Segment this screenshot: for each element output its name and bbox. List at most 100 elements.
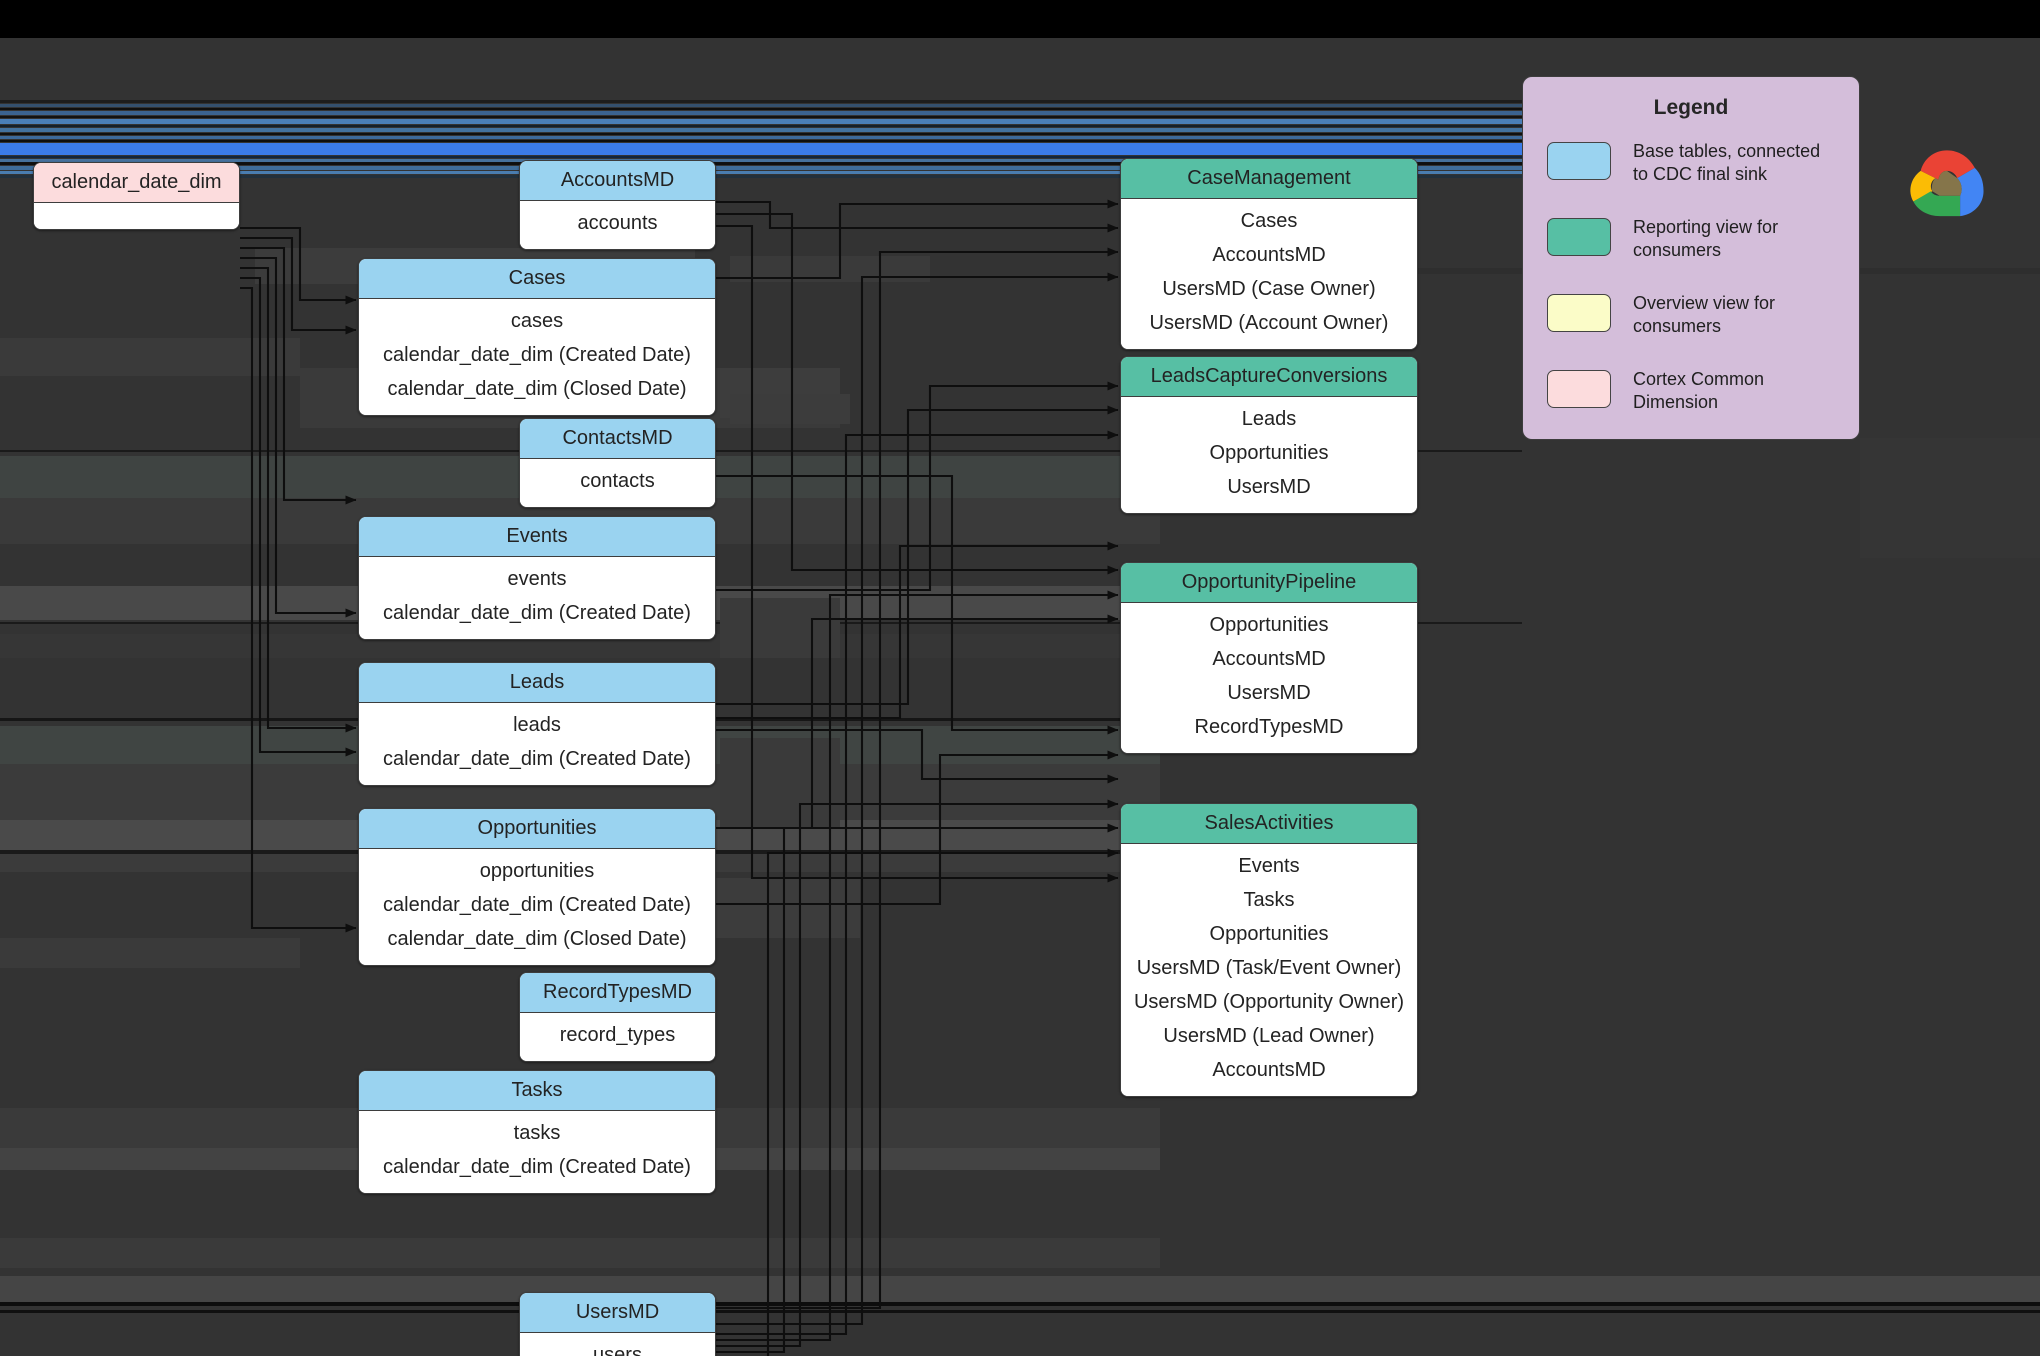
node-row: calendar_date_dim (Created Date) — [383, 894, 691, 916]
node-row: calendar_date_dim (Closed Date) — [387, 928, 687, 950]
node-body: events calendar_date_dim (Created Date) — [359, 557, 715, 639]
node-body: Events Tasks Opportunities UsersMD (Task… — [1121, 844, 1417, 1096]
node-title: RecordTypesMD — [520, 973, 715, 1013]
node-row: opportunities — [479, 860, 595, 882]
diagram-canvas: calendar_date_dim AccountsMD accounts Ca… — [0, 38, 2040, 1356]
node-row: UsersMD (Account Owner) — [1149, 312, 1389, 334]
render-artifact-band — [730, 394, 850, 424]
node-row: UsersMD — [1227, 682, 1311, 704]
node-row: tasks — [513, 1122, 561, 1144]
node-body: tasks calendar_date_dim (Created Date) — [359, 1111, 715, 1193]
node-leads[interactable]: Leads leads calendar_date_dim (Created D… — [358, 662, 716, 786]
google-cloud-logo-icon — [1910, 150, 1984, 217]
legend-title: Legend — [1653, 96, 1729, 119]
node-row: UsersMD (Task/Event Owner) — [1136, 957, 1402, 979]
node-users-md[interactable]: UsersMD users — [519, 1292, 716, 1356]
node-row: Tasks — [1243, 889, 1295, 911]
node-body: leads calendar_date_dim (Created Date) — [359, 703, 715, 785]
node-row: Opportunities — [1209, 614, 1329, 636]
node-sales-activities[interactable]: SalesActivities Events Tasks Opportuniti… — [1120, 803, 1418, 1097]
node-leads-capture-conversions[interactable]: LeadsCaptureConversions Leads Opportunit… — [1120, 356, 1418, 514]
render-artifact-band — [0, 1302, 2040, 1306]
render-artifact-band — [1860, 438, 2040, 558]
node-row: accounts — [577, 212, 658, 234]
node-title: AccountsMD — [520, 161, 715, 201]
node-row: calendar_date_dim (Created Date) — [383, 748, 691, 770]
node-case-management[interactable]: CaseManagement Cases AccountsMD UsersMD … — [1120, 158, 1418, 350]
node-row: calendar_date_dim (Created Date) — [383, 602, 691, 624]
node-accounts-md[interactable]: AccountsMD accounts — [519, 160, 716, 250]
node-events[interactable]: Events events calendar_date_dim (Created… — [358, 516, 716, 640]
node-row: leads — [513, 714, 561, 736]
render-artifact-band — [720, 598, 840, 658]
node-title: OpportunityPipeline — [1121, 563, 1417, 603]
legend-item-label: Overview view for consumers — [1633, 293, 1776, 337]
node-title: UsersMD — [520, 1293, 715, 1333]
node-body: contacts — [520, 459, 715, 507]
node-row: AccountsMD — [1212, 648, 1326, 670]
node-row: AccountsMD — [1212, 1059, 1326, 1081]
node-body: Opportunities AccountsMD UsersMD RecordT… — [1121, 603, 1417, 753]
node-body: Leads Opportunities UsersMD — [1121, 397, 1417, 513]
render-artifact-band — [0, 1276, 2040, 1302]
node-opportunities[interactable]: Opportunities opportunities calendar_dat… — [358, 808, 716, 966]
node-row: cases — [510, 310, 564, 332]
render-artifact-band — [0, 938, 300, 968]
legend-item-overview: Overview view for consumers — [1547, 292, 1837, 348]
node-record-types-md[interactable]: RecordTypesMD record_types — [519, 972, 716, 1062]
node-row: contacts — [580, 470, 655, 492]
render-artifact-band — [700, 878, 860, 938]
node-row: calendar_date_dim (Closed Date) — [387, 378, 687, 400]
render-artifact-band — [0, 338, 300, 376]
render-artifact-band — [0, 1238, 1160, 1268]
node-body: opportunities calendar_date_dim (Created… — [359, 849, 715, 965]
node-row: Events — [1238, 855, 1300, 877]
node-row: calendar_date_dim (Created Date) — [383, 344, 691, 366]
node-body: accounts — [520, 201, 715, 249]
node-body: users — [520, 1333, 715, 1356]
node-contacts-md[interactable]: ContactsMD contacts — [519, 418, 716, 508]
legend-swatch-overview-icon — [1547, 294, 1611, 332]
legend-item-label: Reporting view for consumers — [1633, 217, 1779, 261]
legend-item-dimension: Cortex Common Dimension — [1547, 368, 1837, 424]
node-row: calendar_date_dim (Created Date) — [383, 1156, 691, 1178]
node-body: cases calendar_date_dim (Created Date) c… — [359, 299, 715, 415]
legend-panel: Legend Base tables, connected to CDC fin… — [1522, 76, 1860, 440]
node-row: users — [593, 1344, 642, 1356]
node-opportunity-pipeline[interactable]: OpportunityPipeline Opportunities Accoun… — [1120, 562, 1418, 754]
node-row: AccountsMD — [1212, 244, 1326, 266]
legend-swatch-base-icon — [1547, 142, 1611, 180]
node-title: CaseManagement — [1121, 159, 1417, 199]
node-calendar-date-dim[interactable]: calendar_date_dim — [33, 162, 240, 230]
node-row: RecordTypesMD — [1194, 716, 1344, 738]
node-title: Cases — [359, 259, 715, 299]
node-cases[interactable]: Cases cases calendar_date_dim (Created D… — [358, 258, 716, 416]
node-title: LeadsCaptureConversions — [1121, 357, 1417, 397]
render-artifact-band — [720, 368, 840, 418]
node-title: ContactsMD — [520, 419, 715, 459]
node-row: events — [507, 568, 567, 590]
node-tasks[interactable]: Tasks tasks calendar_date_dim (Created D… — [358, 1070, 716, 1194]
node-row: Opportunities — [1209, 923, 1329, 945]
node-body — [34, 203, 239, 229]
node-title: calendar_date_dim — [34, 163, 239, 203]
legend-item-label: Base tables, connected to CDC final sink — [1633, 141, 1821, 185]
legend-item-base: Base tables, connected to CDC final sink — [1547, 140, 1837, 196]
node-title: Tasks — [359, 1071, 715, 1111]
node-row: UsersMD (Case Owner) — [1162, 278, 1376, 300]
node-row: UsersMD (Lead Owner) — [1163, 1025, 1375, 1047]
legend-items: Base tables, connected to CDC final sink… — [1523, 140, 1859, 424]
node-body: record_types — [520, 1013, 715, 1061]
render-artifact-band — [0, 1310, 2040, 1313]
node-title: SalesActivities — [1121, 804, 1417, 844]
render-artifact-band — [730, 256, 930, 282]
legend-swatch-report-icon — [1547, 218, 1611, 256]
node-row: record_types — [559, 1024, 676, 1046]
node-row: Opportunities — [1209, 442, 1329, 464]
node-row: Leads — [1241, 408, 1297, 430]
node-row: UsersMD (Opportunity Owner) — [1133, 991, 1405, 1013]
node-title: Leads — [359, 663, 715, 703]
legend-swatch-dimension-icon — [1547, 370, 1611, 408]
node-row: Cases — [1240, 210, 1298, 232]
